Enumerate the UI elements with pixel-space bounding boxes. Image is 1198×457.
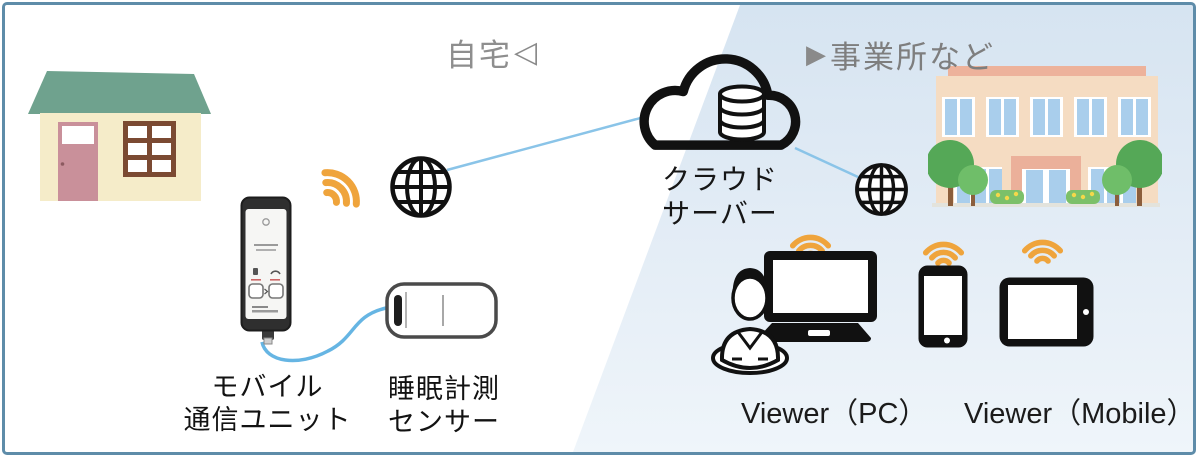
trees xyxy=(928,140,1162,206)
cloud-icon xyxy=(625,36,813,164)
link-line-cloud-to-globe xyxy=(794,146,859,179)
left-triangle-outline-icon: ◁ xyxy=(514,36,540,69)
mobile-unit-label: モバイル 通信ユニット xyxy=(165,371,370,437)
cable-line-unit-to-sensor xyxy=(260,306,387,363)
viewer-pc-label: Viewer（PC） xyxy=(741,398,928,430)
cloud-label-line2: サーバー xyxy=(662,198,778,229)
smartphone-icon xyxy=(917,264,969,349)
office-zone-text: 事業所など xyxy=(830,40,995,75)
laptop-icon xyxy=(764,251,877,322)
office-building-icon xyxy=(928,64,1162,210)
tablet-icon xyxy=(998,276,1095,348)
wifi-icon xyxy=(301,144,386,229)
office-zone-label: ▶事業所など xyxy=(806,32,995,77)
shrubs xyxy=(990,190,1100,204)
entrance xyxy=(1011,156,1081,205)
person-icon xyxy=(708,256,792,378)
mobile-unit-label-line2: 通信ユニット xyxy=(183,405,352,435)
sleep-sensor-icon xyxy=(385,282,498,339)
mobile-unit-icon xyxy=(240,196,292,346)
link-line-globe-to-cloud xyxy=(446,114,649,172)
viewer-mobile-label: Viewer（Mobile） xyxy=(964,398,1196,430)
right-triangle-icon: ▶ xyxy=(806,39,828,69)
house-icon xyxy=(28,67,213,203)
upper-windows xyxy=(942,97,1151,137)
database-icon xyxy=(716,84,768,142)
sleep-sensor-label-line1: 睡眠計測 xyxy=(388,374,500,404)
home-zone-text: 自宅 xyxy=(446,38,512,73)
wifi-icon xyxy=(1015,224,1070,272)
sleep-sensor-label: 睡眠計測 センサー xyxy=(344,373,544,439)
home-zone-label: 自宅◁ xyxy=(446,30,539,75)
wifi-icon xyxy=(916,226,971,274)
mobile-unit-label-line1: モバイル xyxy=(211,372,324,402)
cloud-server-label: クラウド サーバー xyxy=(637,163,803,231)
laptop-base xyxy=(756,322,884,344)
globe-icon xyxy=(389,155,453,219)
sleep-sensor-label-line2: センサー xyxy=(388,407,500,437)
cloud-label-line1: クラウド xyxy=(661,164,778,195)
globe-icon xyxy=(854,162,909,217)
